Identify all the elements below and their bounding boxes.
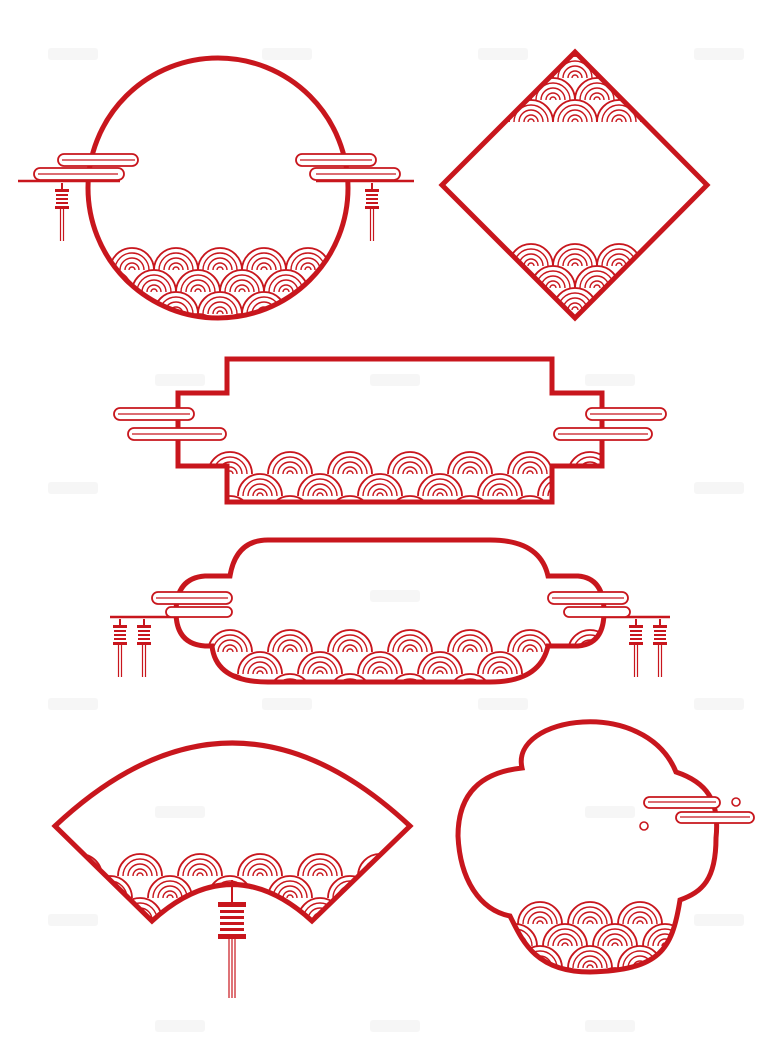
wave-pattern bbox=[177, 629, 604, 682]
cloud-oval-frame bbox=[110, 537, 670, 685]
fan-frame bbox=[51, 740, 414, 998]
wave-pattern bbox=[492, 901, 688, 972]
cloud-ribbon-right bbox=[295, 153, 414, 183]
cloud-oval-frame-border bbox=[173, 537, 607, 685]
stepped-rectangle-frame-border bbox=[175, 356, 605, 505]
tassel-ornament-center bbox=[218, 880, 246, 998]
tassel-ornament-left-2 bbox=[136, 618, 152, 678]
tassel-ornament-left-1 bbox=[112, 618, 128, 678]
lobed-frame-border bbox=[455, 719, 720, 975]
lobed-frame bbox=[455, 719, 755, 975]
wave-pattern-top bbox=[508, 55, 642, 123]
tassel-ornament-right-2 bbox=[652, 618, 668, 678]
round-frame bbox=[18, 55, 414, 321]
diamond-frame bbox=[438, 48, 711, 322]
wave-pattern bbox=[88, 247, 348, 318]
cloud-ribbon-left bbox=[113, 407, 227, 441]
fan-frame-border bbox=[51, 740, 414, 925]
tassel-ornament-right-1 bbox=[628, 618, 644, 678]
cloud-ribbon-left bbox=[18, 153, 139, 183]
cloud-ribbon-right bbox=[639, 796, 755, 831]
tassel-ornament-left bbox=[54, 182, 70, 242]
cloud-ribbon-right bbox=[553, 407, 667, 441]
wave-pattern bbox=[178, 451, 602, 502]
cloud-ribbon-right bbox=[547, 591, 670, 619]
diamond-frame-border bbox=[438, 48, 711, 322]
cloud-ribbon-left bbox=[110, 591, 233, 619]
round-frame-border bbox=[85, 55, 351, 321]
stepped-rectangle-frame bbox=[113, 356, 667, 505]
tassel-ornament-right bbox=[364, 182, 380, 242]
watermark-layer bbox=[48, 48, 744, 1032]
